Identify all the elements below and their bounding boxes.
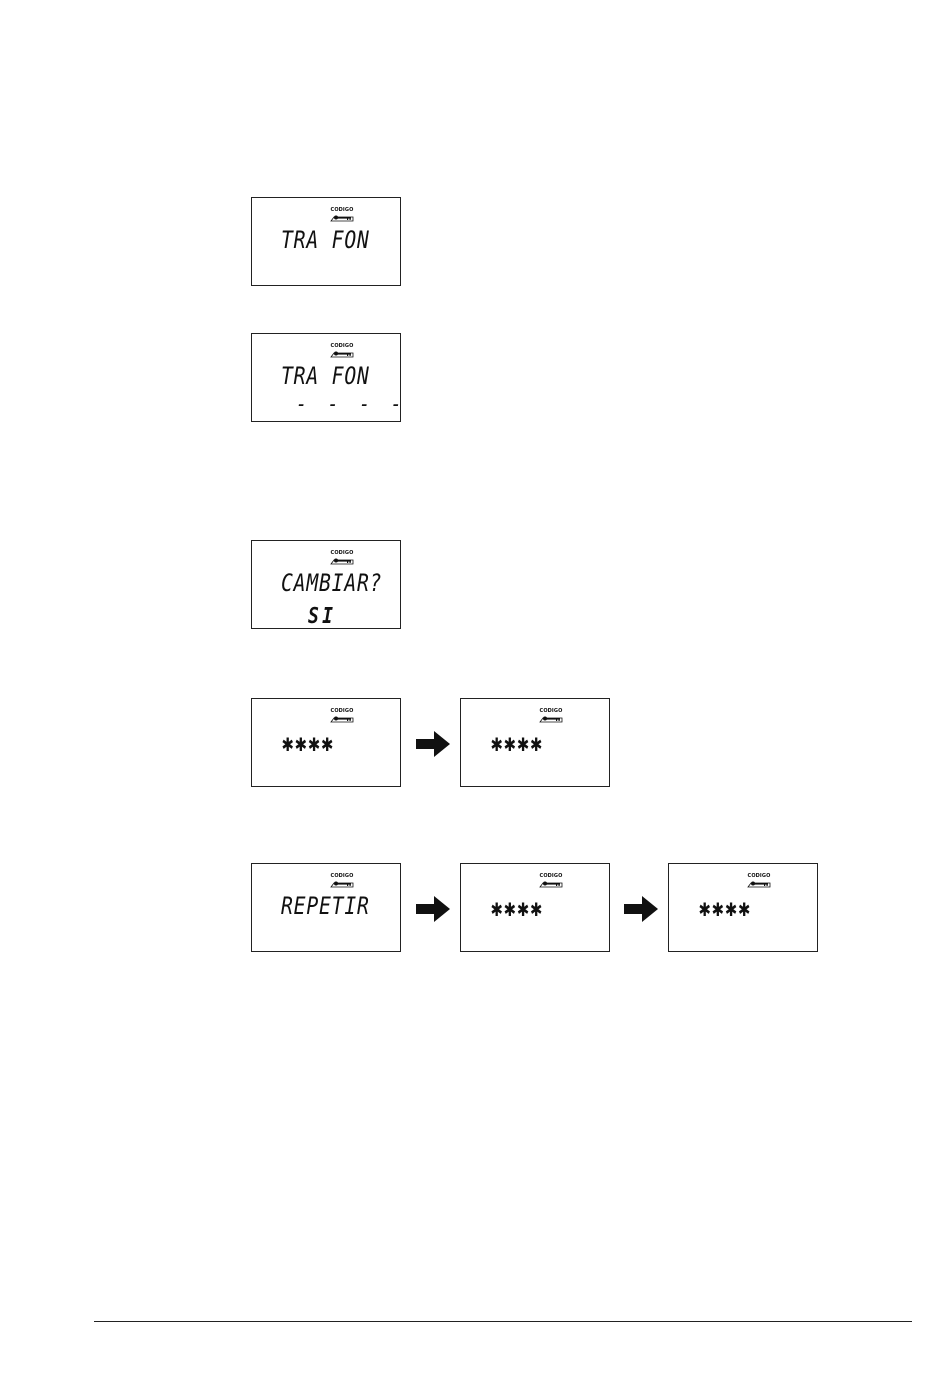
display-line-1: TRA FON bbox=[281, 362, 370, 390]
lcd-display-code-entry: CODIGO ✱✱✱✱ bbox=[668, 863, 818, 952]
codigo-key-badge: CODIGO bbox=[329, 207, 355, 223]
lcd-display-code-entry: CODIGO ✱✱✱✱ bbox=[460, 863, 610, 952]
display-line-2: - - - - bbox=[296, 392, 406, 417]
key-icon bbox=[329, 713, 355, 724]
codigo-key-badge: CODIGO bbox=[329, 343, 355, 359]
codigo-key-badge: CODIGO bbox=[329, 550, 355, 566]
right-arrow-icon bbox=[416, 896, 450, 922]
display-line-2: SI bbox=[308, 604, 336, 629]
lcd-display-code-entry: CODIGO ✱✱✱✱ bbox=[460, 698, 610, 787]
right-arrow-icon bbox=[416, 731, 450, 757]
masked-code: ✱✱✱✱ bbox=[699, 894, 752, 922]
display-line-1: REPETIR bbox=[281, 892, 370, 920]
key-icon bbox=[538, 878, 564, 889]
masked-code: ✱✱✱✱ bbox=[491, 894, 544, 922]
codigo-key-badge: CODIGO bbox=[538, 873, 564, 889]
lcd-display-code-entry: CODIGO ✱✱✱✱ bbox=[251, 698, 401, 787]
display-line-1: TRA FON bbox=[281, 226, 370, 254]
masked-code: ✱✱✱✱ bbox=[491, 729, 544, 757]
lcd-display-cambiar: CODIGO CAMBIAR? SI bbox=[251, 540, 401, 629]
lcd-display-tra-fon: CODIGO TRA FON bbox=[251, 197, 401, 286]
codigo-key-badge: CODIGO bbox=[329, 873, 355, 889]
key-icon bbox=[329, 212, 355, 223]
key-icon bbox=[329, 555, 355, 566]
display-line-1: CAMBIAR? bbox=[281, 569, 382, 597]
codigo-key-badge: CODIGO bbox=[329, 708, 355, 724]
codigo-key-badge: CODIGO bbox=[538, 708, 564, 724]
footer-divider bbox=[94, 1321, 912, 1322]
key-icon bbox=[538, 713, 564, 724]
codigo-key-badge: CODIGO bbox=[746, 873, 772, 889]
lcd-display-repetir: CODIGO REPETIR bbox=[251, 863, 401, 952]
masked-code: ✱✱✱✱ bbox=[282, 729, 335, 757]
lcd-display-tra-fon-code: CODIGO TRA FON - - - - bbox=[251, 333, 401, 422]
right-arrow-icon bbox=[624, 896, 658, 922]
key-icon bbox=[746, 878, 772, 889]
key-icon bbox=[329, 878, 355, 889]
key-icon bbox=[329, 348, 355, 359]
